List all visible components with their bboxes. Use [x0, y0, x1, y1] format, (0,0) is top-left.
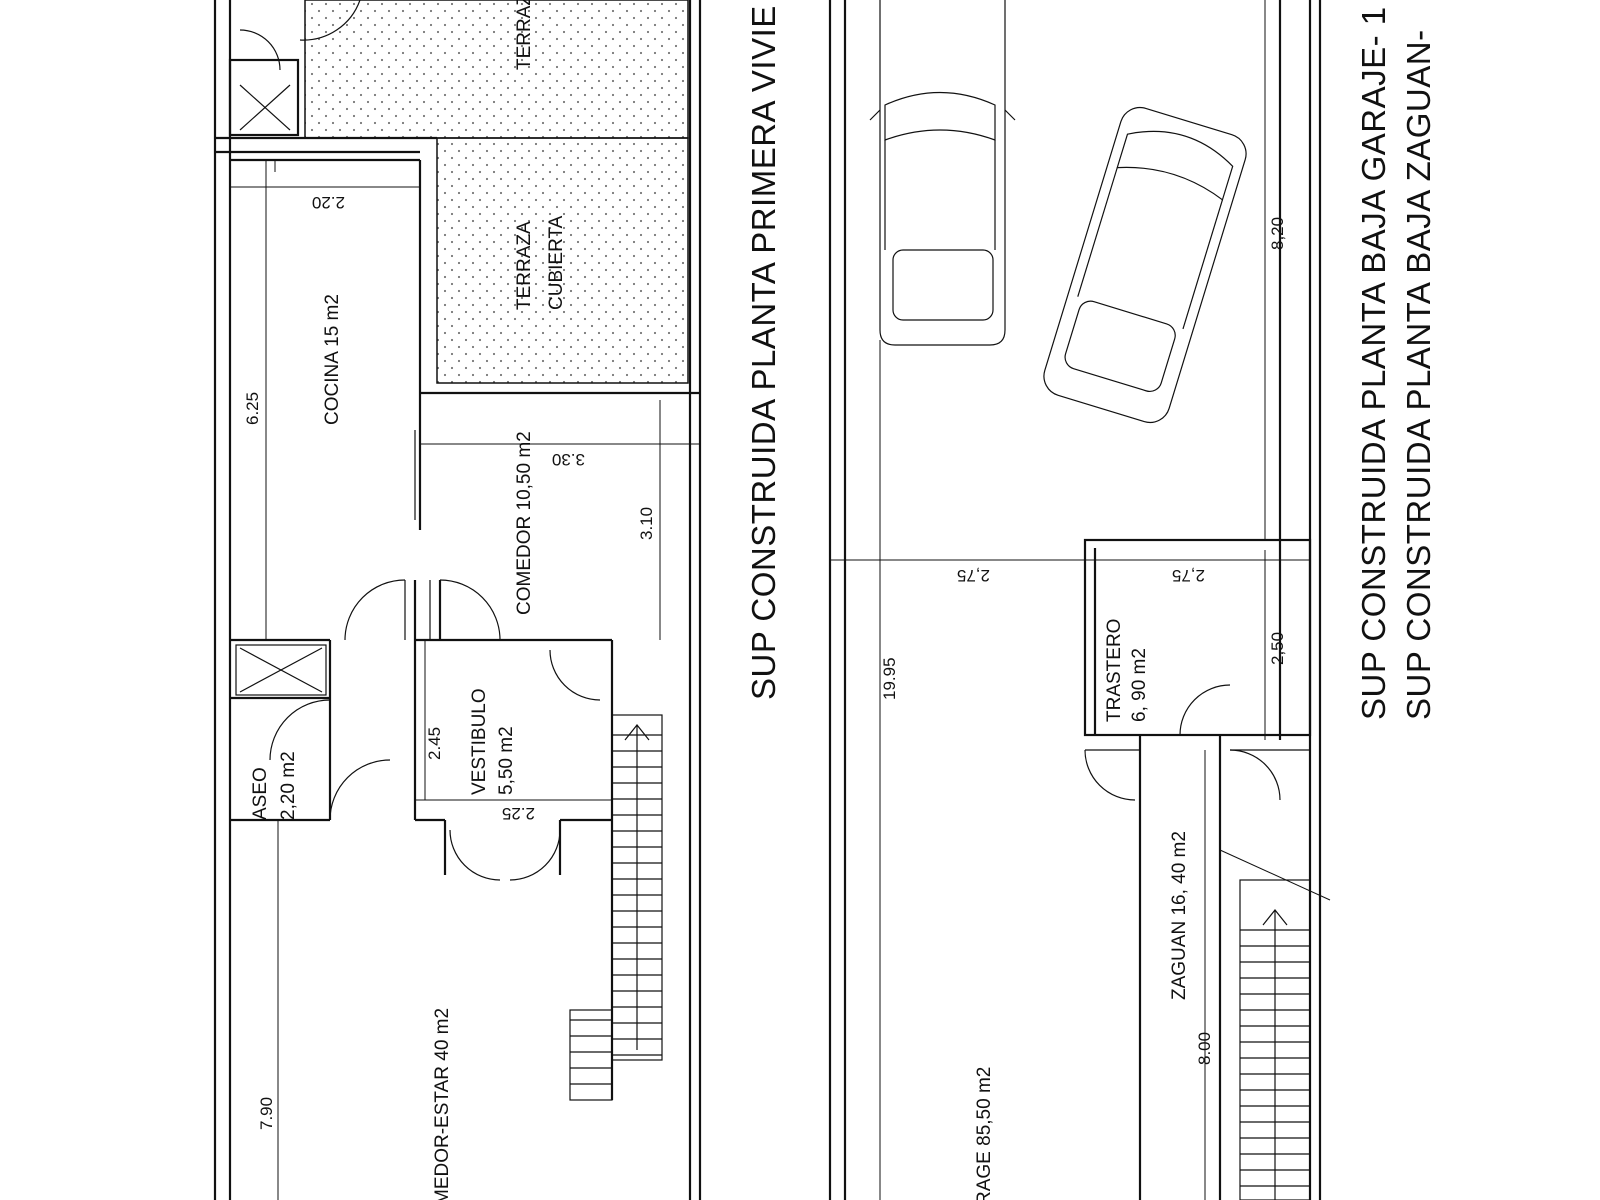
title-ground-garage: SUP CONSTRUIDA PLANTA BAJA GARAJE- 1: [1355, 6, 1392, 720]
room-garage: RAGE 85,50 m2: [974, 1067, 995, 1200]
room-terraza-top: TERRAZ: [514, 0, 535, 70]
car-2: [1043, 106, 1247, 424]
stairs-first-floor: [569, 714, 663, 1101]
room-cocina: COCINA 15 m2: [322, 294, 343, 425]
car-1: [869, 0, 1016, 346]
stairs-ground-floor: [1219, 849, 1331, 1200]
dim-2-75-a: 2,75: [957, 566, 990, 585]
dim-3-30: 3.30: [552, 450, 585, 469]
terraza-cubierta-hatch: [436, 137, 689, 384]
room-vestibulo-2: 5,50 m2: [496, 726, 517, 795]
first-floor-plan: [213, 0, 702, 1200]
dim-6-25: 6.25: [243, 392, 262, 425]
room-zaguan: ZAGUAN 16, 40 m2: [1169, 831, 1190, 1000]
dim-2-75-b: 2,75: [1172, 566, 1205, 585]
room-comedor-estar: MEDOR-ESTAR 40 m2: [432, 1008, 453, 1200]
dim-8-00: 8.00: [1195, 1032, 1214, 1065]
ground-floor-plan: [828, 0, 1331, 1200]
room-terraza-cubierta-1: TERRAZA: [514, 221, 535, 310]
dim-2-20: 2.20: [312, 193, 345, 212]
room-vestibulo-1: VESTIBULO: [469, 688, 490, 795]
dim-2-45: 2.45: [425, 727, 444, 760]
room-comedor: COMEDOR 10,50 m2: [514, 431, 535, 615]
dim-19-95: 19.95: [880, 657, 899, 700]
dim-7-90: 7.90: [257, 1097, 276, 1130]
room-terraza-cubierta-2: CUBIERTA: [546, 215, 567, 310]
title-ground-zaguan: SUP CONSTRUIDA PLANTA BAJA ZAGUAN-: [1400, 29, 1437, 720]
room-trastero-2: 6, 90 m2: [1129, 648, 1150, 722]
room-aseo-2: 2,20 m2: [278, 751, 299, 820]
room-aseo-1: ASEO: [250, 767, 271, 820]
title-first-floor: SUP CONSTRUIDA PLANTA PRIMERA VIVIE: [745, 5, 782, 700]
terraza-hatch-top: [304, 0, 689, 139]
dim-3-10: 3.10: [637, 507, 656, 540]
dim-8-20: 8,20: [1268, 217, 1287, 250]
dim-2-25: 2.25: [502, 804, 535, 823]
dim-2-50: 2,50: [1268, 632, 1287, 665]
room-trastero-1: TRASTERO: [1104, 619, 1125, 722]
